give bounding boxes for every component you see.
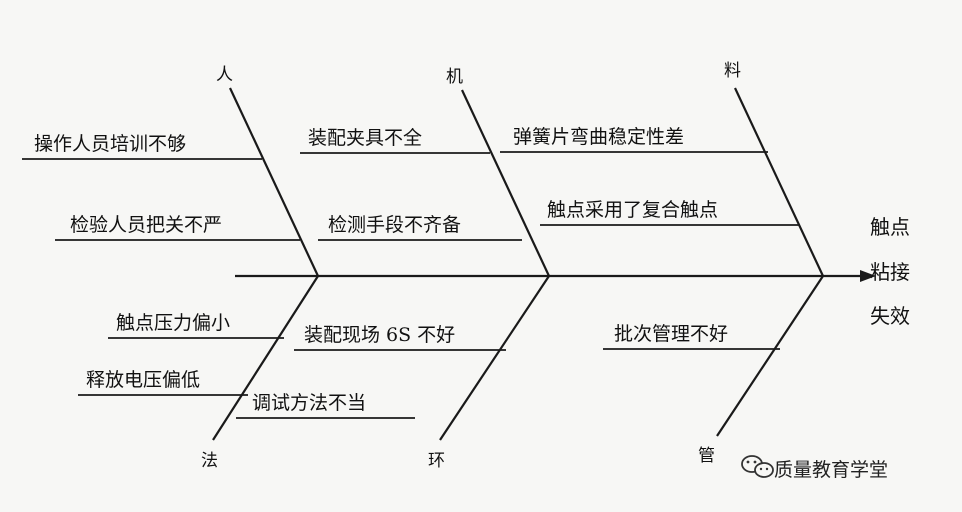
bone-guan xyxy=(716,275,824,437)
effect-label-line-3: 失效 xyxy=(870,304,910,328)
bone-liao xyxy=(734,87,824,277)
bone-fa xyxy=(212,275,319,441)
cause-label-ji-2: 检测手段不齐备 xyxy=(328,214,461,236)
cause-label-guan-1: 批次管理不好 xyxy=(614,323,728,345)
cause-label-ji-1: 装配夹具不全 xyxy=(308,127,422,149)
category-label-ren: 人 xyxy=(216,65,233,85)
category-label-huan: 环 xyxy=(428,451,445,471)
cause-label-ren-1: 操作人员培训不够 xyxy=(34,133,186,155)
category-label-guan: 管 xyxy=(698,446,715,466)
category-label-fa: 法 xyxy=(201,451,218,471)
cause-label-fa-2: 释放电压偏低 xyxy=(86,369,200,391)
spine-arrowhead xyxy=(860,270,876,282)
cause-label-liao-1: 弹簧片弯曲稳定性差 xyxy=(513,126,684,148)
cause-label-huan-1: 装配现场 6S 不好 xyxy=(304,324,455,346)
bone-huan xyxy=(439,275,550,441)
cause-label-ren-2: 检验人员把关不严 xyxy=(70,214,222,236)
wechat-icon xyxy=(741,455,774,478)
bone-ji xyxy=(461,89,550,277)
category-label-ji: 机 xyxy=(446,67,463,87)
effect-label-line-2: 粘接 xyxy=(870,260,910,284)
cause-label-fa-3: 调试方法不当 xyxy=(252,392,366,414)
cause-label-fa-1: 触点压力偏小 xyxy=(116,312,230,334)
cause-label-liao-2: 触点采用了复合触点 xyxy=(547,199,718,221)
effect-label-line-1: 触点 xyxy=(870,215,910,239)
watermark-text: 质量教育学堂 xyxy=(774,459,888,481)
bone-ren xyxy=(229,87,319,277)
category-label-liao: 料 xyxy=(724,61,741,81)
